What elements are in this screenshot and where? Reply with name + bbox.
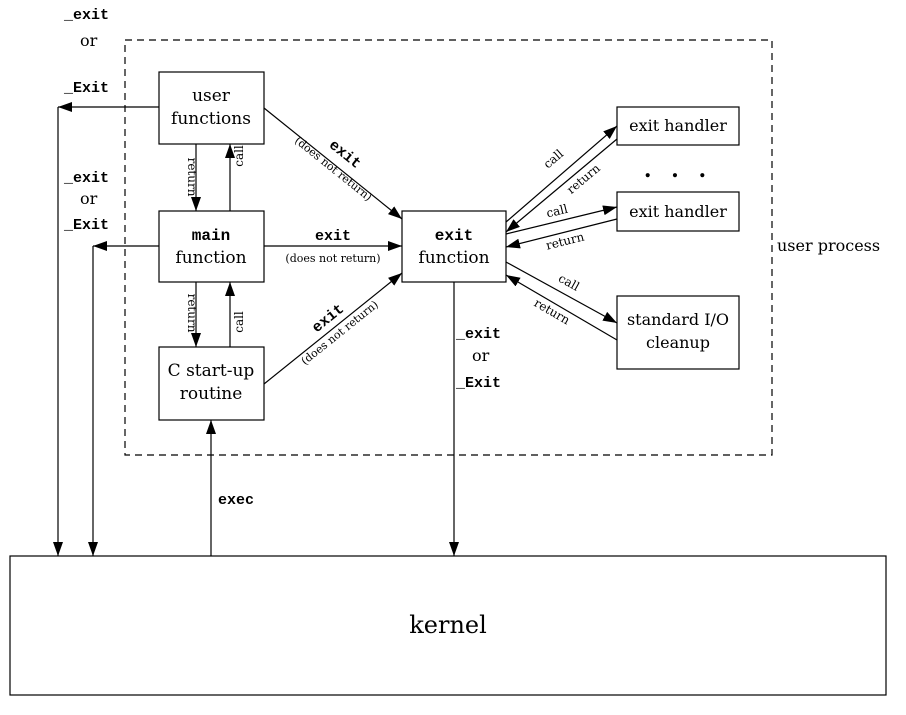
user-functions-box: user functions <box>158 71 265 145</box>
startup-return-from-main: return <box>185 282 201 347</box>
svg-text:or: or <box>80 189 98 208</box>
svg-text:call: call <box>541 147 567 172</box>
user-functions-line2: functions <box>171 109 251 129</box>
user-functions-line1: user <box>192 86 231 106</box>
svg-text:call: call <box>232 311 246 333</box>
main-function-line1: main <box>192 227 230 245</box>
exit-handler-2-call-arrow: call <box>505 202 618 235</box>
svg-text:_exit: _exit <box>63 7 109 24</box>
ellipsis: . . . <box>644 157 712 183</box>
svg-text:_exit: _exit <box>63 170 109 187</box>
exit-function-to-kernel-arrow: _exit or _Exit <box>449 282 501 556</box>
svg-text:_Exit: _Exit <box>63 217 109 234</box>
c-startup-line2: routine <box>180 384 243 404</box>
user-functions-to-kernel-arrow <box>53 102 159 556</box>
main-return-to-user-functions: return <box>185 144 201 211</box>
std-io-cleanup-line2: cleanup <box>646 333 710 352</box>
std-io-cleanup-box: standard I/O cleanup <box>616 295 740 370</box>
exit-function-box: exit function <box>401 210 507 283</box>
main-function-box: main function <box>158 210 265 283</box>
startup-exit-arrow: exit (does not return) <box>263 272 403 385</box>
exit-handler-2-return-arrow: return <box>505 218 618 253</box>
c-startup-box: C start-up routine <box>158 346 265 421</box>
user-process-boundary <box>124 39 773 456</box>
startup-call-main: call <box>225 282 246 347</box>
c-startup-line1: C start-up <box>168 361 255 381</box>
user-process-label: user process <box>777 236 880 255</box>
std-io-cleanup-line1: standard I/O <box>627 310 729 329</box>
main-function-exit-arrow: exit (does not return) <box>264 228 402 265</box>
user-functions-exit-arrow: exit (does not return) <box>263 107 403 220</box>
svg-text:or: or <box>80 31 98 50</box>
svg-text:call: call <box>232 145 246 167</box>
left-exit-label-top: _exit or _Exit <box>63 7 109 97</box>
exec-label: exec <box>218 492 254 509</box>
svg-text:exit: exit <box>315 228 351 245</box>
exec-arrow: exec <box>206 420 254 556</box>
exit-handler-2-box: exit handler <box>616 191 740 232</box>
svg-text:call: call <box>545 202 569 221</box>
main-function-line2: function <box>175 248 246 268</box>
svg-text:return: return <box>544 230 585 253</box>
svg-text:_Exit: _Exit <box>455 375 501 392</box>
exit-handler-2-label: exit handler <box>629 202 727 221</box>
svg-text:call: call <box>556 271 582 294</box>
exit-function-line2: function <box>418 248 489 268</box>
main-function-to-kernel-arrow <box>88 241 159 556</box>
svg-text:return: return <box>185 158 199 197</box>
svg-text:_Exit: _Exit <box>63 80 109 97</box>
exit-function-line1: exit <box>435 227 473 245</box>
svg-text:_exit: _exit <box>455 326 501 343</box>
svg-text:or: or <box>472 346 490 365</box>
exit-handler-1-box: exit handler <box>616 106 740 146</box>
svg-text:return: return <box>185 294 199 333</box>
kernel-label: kernel <box>409 611 487 639</box>
exit-handler-1-label: exit handler <box>629 116 727 135</box>
main-call-user-functions: call <box>225 144 246 211</box>
svg-text:return: return <box>532 296 573 328</box>
kernel-box: kernel <box>9 555 887 696</box>
svg-text:(does not return): (does not return) <box>285 252 380 265</box>
left-exit-label-bottom: _exit or _Exit <box>63 170 109 234</box>
